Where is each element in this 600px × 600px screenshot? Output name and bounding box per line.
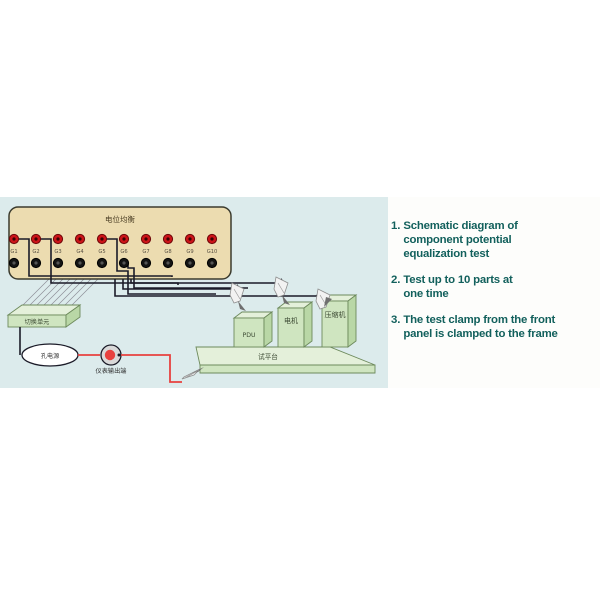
wire-g1-g2 [18,238,30,263]
terminal-g5[interactable]: G5 [96,233,108,269]
test-clamp-platform[interactable] [181,367,204,380]
test-platform: 试平台 [195,346,376,374]
pdu-side [263,311,273,348]
wire-meter-to-platform [121,354,182,383]
equipment-motor: 电机 [276,301,314,348]
terminal-g7[interactable]: G7 [140,233,152,269]
terminal-label: G5 [98,249,105,255]
note-item-2: 2. Test up to 10 parts at one time [388,273,600,301]
test-clamp-motor[interactable] [273,276,290,305]
wire-g2-g3 [40,238,52,263]
platform-top [195,346,376,366]
terminal-label: G3 [54,249,61,255]
notes-panel: 1. Schematic diagram of component potent… [388,197,600,388]
terminal-g2[interactable]: G2 [30,233,42,269]
terminal-label: G1 [10,249,17,255]
motor-side [303,301,313,348]
equipment-label: 电机 [284,316,298,325]
compressor-face [321,300,349,348]
equipment-label: PDU [242,332,255,339]
note-text: Schematic diagram of component potential… [403,220,518,260]
note-text: Test up to 10 parts at one time [403,274,513,300]
equipment-pdu: PDU [232,311,274,348]
panel-body [8,206,232,280]
test-clamp-compressor[interactable] [315,288,332,310]
meter-output-center [104,349,116,361]
switch-unit-label: 切换单元 [25,318,50,326]
notes-list: 1. Schematic diagram of component potent… [388,219,600,352]
terminal-label: G2 [32,249,39,255]
note-number: 1. [391,220,401,232]
note-number: 3. [391,314,401,326]
switching-unit: 切换单元 [6,304,82,328]
potential-equalization-panel: 电位均衡 [8,206,232,280]
terminal-label: G10 [207,249,218,255]
schematic-diagram: 电位均衡 [0,197,388,388]
note-number: 2. [391,274,401,286]
terminal-group: G1 G2 G3 [8,233,218,269]
terminal-g1[interactable]: G1 [8,233,20,269]
wire-g5-g6 [106,238,118,263]
power-source: 孔电源 [19,327,79,367]
meter-output-circuit: 仪表输出端 [78,344,182,383]
terminal-g4[interactable]: G4 [74,233,86,269]
power-source-label: 孔电源 [41,352,60,360]
test-platform-label: 试平台 [258,352,278,361]
panel-title: 电位均衡 [105,214,135,224]
note-item-3: 3. The test clamp from the front panel i… [388,313,600,341]
note-item-1: 1. Schematic diagram of component potent… [388,219,600,261]
terminal-g6[interactable]: G6 [118,233,130,269]
diagram-canvas: 电位均衡 [6,206,376,383]
terminal-label: G9 [186,249,193,255]
terminal-g8[interactable]: G8 [162,233,174,269]
wire-run-3 [116,263,216,295]
meter-output-pin [117,353,121,357]
test-clamp-pdu[interactable] [229,282,246,311]
platform-front [199,364,376,374]
motor-face [277,307,305,348]
terminal-g3[interactable]: G3 [52,233,64,269]
note-text: The test clamp from the front panel is c… [403,314,558,340]
wire-run-4 [127,263,248,289]
cable-bundle-hatching [21,277,100,307]
terminal-label: G6 [120,249,127,255]
terminal-label: G4 [76,249,84,255]
wire-run-1 [28,263,173,277]
terminal-g9[interactable]: G9 [184,233,196,269]
equipment-label: 压缩机 [325,310,346,319]
compressor-side [347,294,357,348]
equipment-compressor: 压缩机 [320,294,358,348]
terminal-label: G7 [142,249,149,255]
switch-unit-side [65,304,81,328]
pdu-face [233,317,265,348]
panel-wiring [18,238,248,295]
terminal-g10[interactable]: G10 [207,233,218,269]
meter-output-label: 仪表输出端 [96,367,127,375]
terminal-label: G8 [164,249,171,255]
